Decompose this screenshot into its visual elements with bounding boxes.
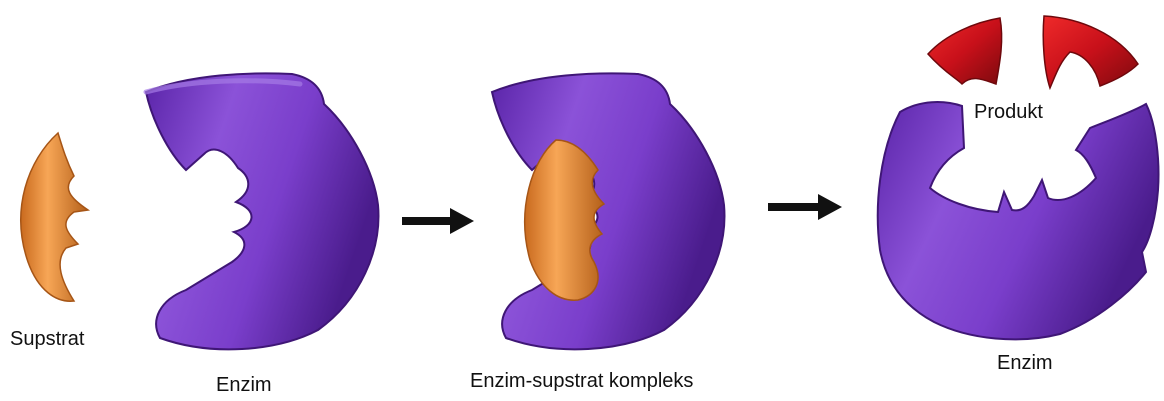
enzyme-label-right: Enzim (997, 352, 1053, 375)
product-label: Produkt (974, 101, 1043, 124)
enzyme-shape-right (878, 102, 1159, 339)
product-shape-right (1043, 16, 1138, 88)
arrow-2 (768, 194, 842, 220)
enzyme-shape-left (146, 73, 378, 349)
complex-label: Enzim-supstrat kompleks (470, 370, 693, 393)
arrow-1 (402, 208, 474, 234)
product-shape-left (928, 18, 1002, 84)
substrate-shape (21, 133, 88, 301)
enzyme-label-left: Enzim (216, 374, 272, 397)
substrate-label: Supstrat (10, 328, 84, 351)
